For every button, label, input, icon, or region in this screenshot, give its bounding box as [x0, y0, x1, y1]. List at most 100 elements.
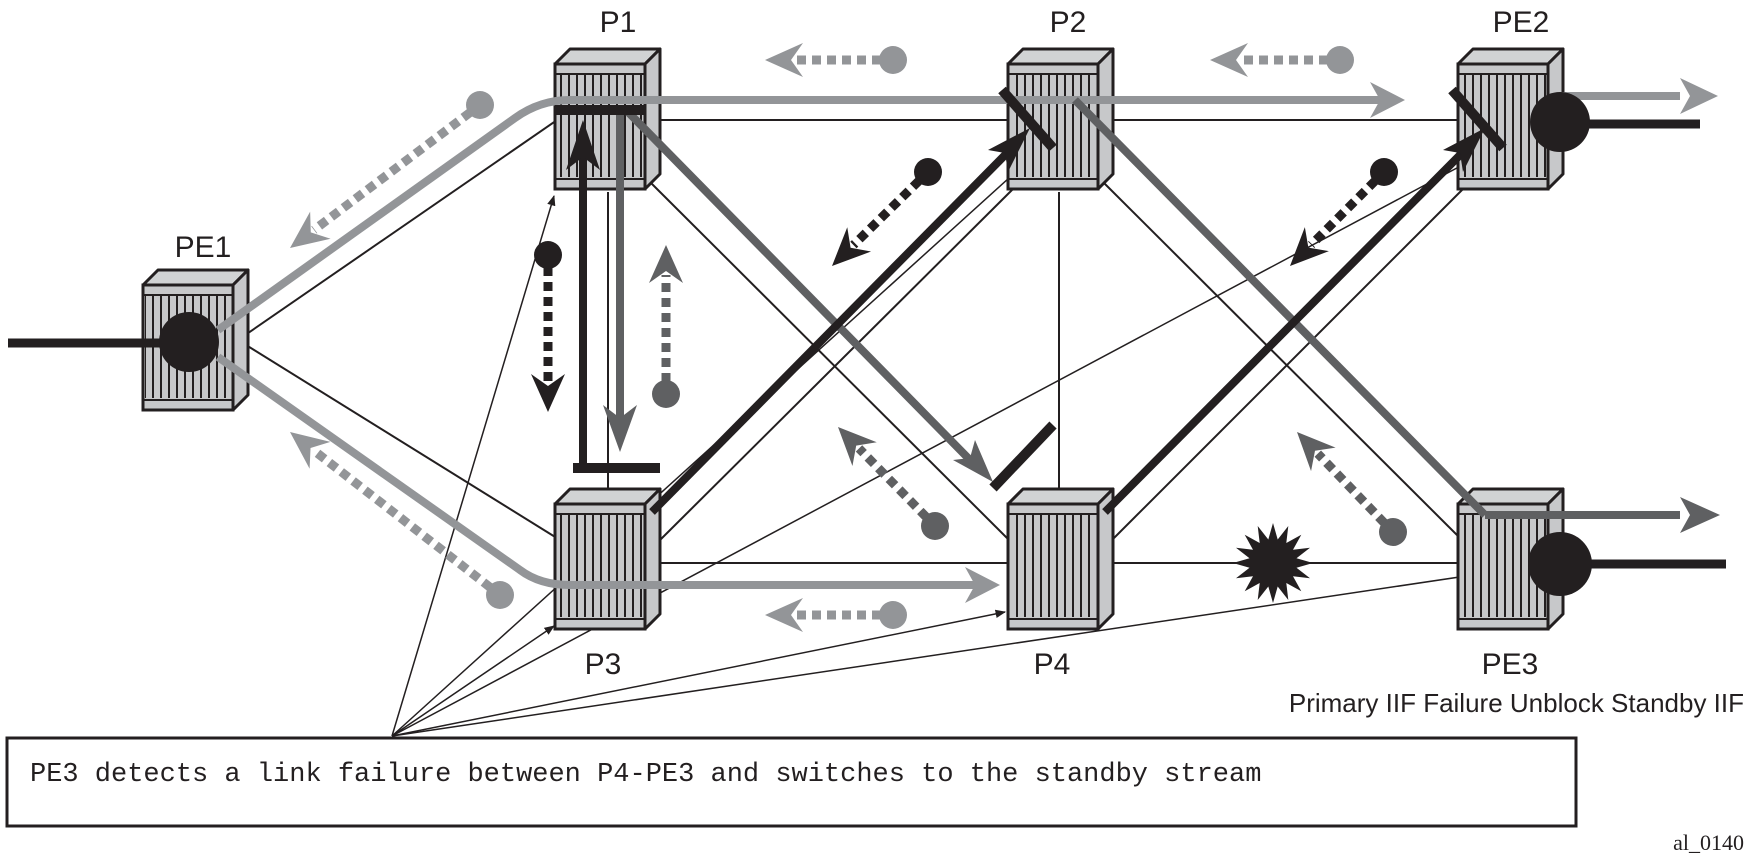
dotted-shaft	[855, 445, 930, 521]
pointer-to-pe3	[391, 565, 1522, 737]
link-p2-pe3	[1102, 181, 1466, 544]
router-top	[1456, 47, 1565, 66]
signal-arrowhead-icon	[832, 227, 872, 266]
dotted-signal-arrow	[765, 43, 907, 77]
routers	[141, 47, 1565, 631]
pointer-to-p1	[391, 194, 556, 737]
signal-arrowhead-icon	[1297, 432, 1336, 472]
pe1-stream-node	[159, 312, 219, 372]
signal-origin-dot	[652, 380, 680, 408]
pointer-to-p3	[391, 625, 555, 737]
dotted-shaft	[850, 177, 923, 249]
signal-arrows	[290, 43, 1407, 632]
topology-links	[237, 117, 1466, 564]
router-labels: PE1 P1 P2 PE2 P3 P4 PE3	[175, 6, 1550, 681]
arrowhead-to-pe2-black	[1443, 128, 1485, 172]
router-p1	[553, 47, 662, 191]
link-pe1-p1	[237, 117, 561, 341]
primary-path-pe1-p3-p4	[215, 353, 975, 589]
router-top	[553, 487, 662, 506]
signal-arrowhead-icon	[838, 427, 877, 467]
block-bar-pe2	[1448, 86, 1507, 152]
dotted-shaft	[1308, 177, 1379, 248]
dotted-signal-arrow	[1297, 432, 1407, 546]
label-p4: P4	[1034, 648, 1071, 681]
signal-origin-dot	[486, 581, 514, 609]
pointer-to-p4	[391, 609, 1007, 737]
arrowhead-to-p1	[566, 120, 600, 170]
primary-path-pe1-p1-p2-pe2	[215, 96, 1390, 334]
block-bars	[555, 86, 1507, 492]
signal-arrowhead-icon	[290, 211, 331, 248]
label-pe1: PE1	[175, 231, 232, 264]
router-p4	[1006, 487, 1115, 631]
signal-origin-dot	[1379, 518, 1407, 546]
signal-origin-dot	[1370, 158, 1398, 186]
black-arrowheads	[566, 120, 1485, 172]
dotted-signal-arrow	[290, 432, 514, 609]
arrowhead-out-pe2	[1680, 78, 1718, 114]
standby-stream	[616, 97, 1680, 519]
primary-stream	[215, 92, 1680, 589]
block-bar-p4	[989, 421, 1057, 492]
link-pe2-p4	[1104, 186, 1466, 548]
dotted-signal-arrow	[649, 245, 683, 408]
signal-origin-dot	[879, 601, 907, 629]
pe2-stream-node	[1530, 92, 1590, 152]
dotted-signal-arrow	[1210, 43, 1354, 77]
arrowhead-to-p3	[603, 405, 637, 452]
pe3-status-note: Primary IIF Failure Unblock Standby IIF	[1289, 688, 1744, 718]
arrowhead-to-p2	[988, 128, 1030, 172]
arrowhead-to-p4	[965, 567, 1000, 603]
signal-origin-dot	[879, 46, 907, 74]
signal-arrowhead-icon	[1290, 227, 1329, 266]
black-p4-pe2	[1102, 147, 1468, 515]
signal-origin-dot	[466, 91, 494, 119]
router-p3	[553, 487, 662, 631]
black-p3-p2	[649, 147, 1013, 515]
dotted-signal-arrow	[531, 241, 565, 412]
link-failure-starburst-icon	[1233, 523, 1313, 603]
router-side	[1096, 47, 1115, 191]
link-p1-p4	[649, 181, 1013, 544]
figure-id: al_0140	[1673, 830, 1744, 855]
signal-origin-dot	[534, 241, 562, 269]
signal-arrowhead-icon	[765, 43, 803, 77]
link-p2-p3	[652, 186, 1016, 548]
router-p2	[1006, 47, 1115, 191]
standby-arrowheads	[603, 405, 1720, 533]
label-p1: P1	[600, 6, 637, 39]
router-top	[1006, 47, 1115, 66]
callout-box	[5, 736, 1578, 828]
signal-arrowhead-icon	[765, 598, 803, 632]
signal-arrowhead-icon	[1210, 43, 1248, 77]
router-side	[231, 268, 250, 412]
dotted-shaft	[311, 108, 474, 234]
standby-p1-p4	[625, 109, 973, 463]
dotted-signal-arrow	[765, 598, 907, 632]
dotted-shaft	[310, 446, 494, 592]
callout-text: PE3 detects a link failure between P4-PE…	[30, 760, 1261, 790]
signal-arrowhead-icon	[649, 245, 683, 283]
dotted-signal-arrow	[832, 158, 942, 266]
signal-arrowhead-icon	[531, 374, 565, 412]
signal-arrowhead-icon	[290, 432, 331, 469]
standby-p2-pe3	[1072, 97, 1488, 518]
router-top	[1006, 487, 1115, 506]
dotted-signal-arrow	[838, 427, 949, 540]
signal-origin-dot	[1326, 46, 1354, 74]
primary-arrowheads	[965, 78, 1718, 603]
link-pe1-p3	[237, 339, 561, 541]
dotted-signal-arrow	[290, 91, 494, 248]
pe3-stream-node	[1528, 532, 1592, 596]
block-bar-p2	[998, 86, 1057, 152]
label-pe2: PE2	[1493, 6, 1550, 39]
label-p3: P3	[585, 648, 622, 681]
signal-origin-dot	[914, 158, 942, 186]
label-p2: P2	[1050, 6, 1087, 39]
router-ribs	[1010, 514, 1096, 617]
signal-origin-dot	[921, 512, 949, 540]
router-side	[643, 47, 662, 191]
router-ribs	[557, 514, 643, 617]
